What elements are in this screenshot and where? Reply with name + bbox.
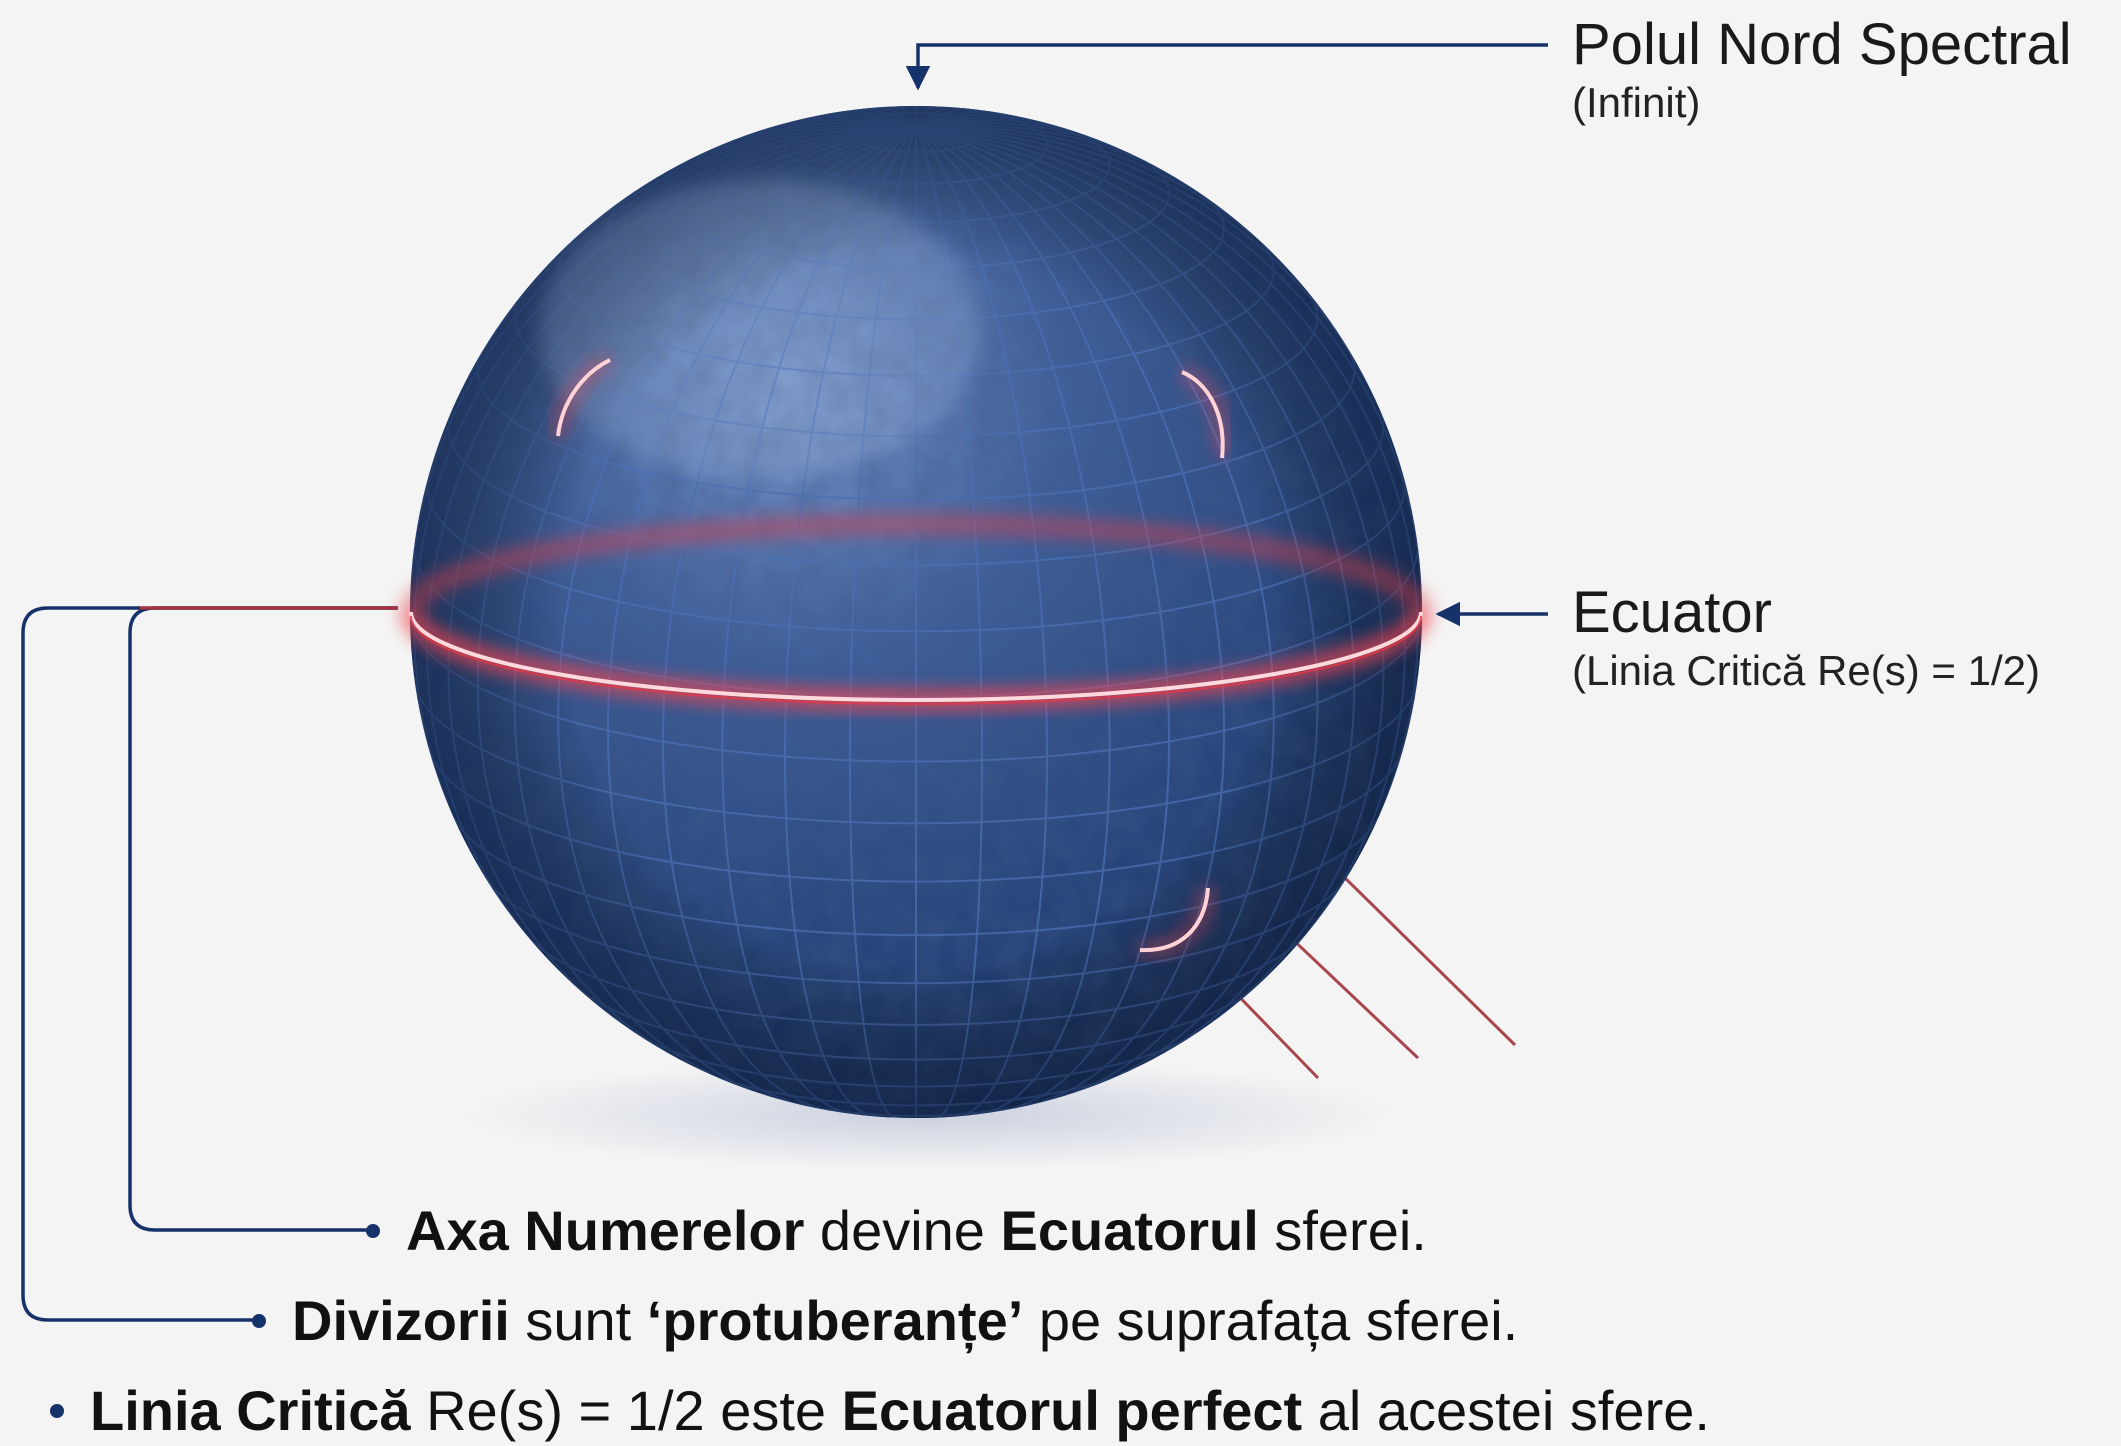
protuberance-bumps [552,354,1229,957]
bump-3 [1139,887,1214,957]
equator-label: Ecuator (Linia Critică Re(s) = 1/2) [1572,580,2040,696]
bullet-number-axis: Axa Numerelor devine Ecuatorul sferei. [366,1196,1427,1266]
bullet-2-bold-2: ‘protuberanțe’ [646,1289,1024,1352]
bullet-3-bold-2: Ecuatorul perfect [841,1379,1303,1442]
bullet-3-bold-1: Linia Critică [90,1379,411,1442]
bullet-2-text-2: pe suprafața sferei. [1023,1289,1519,1352]
bullet-1-bold-1: Axa Numerelor [406,1199,805,1262]
bullet-1-text-2: sferei. [1258,1199,1427,1262]
bullet-1-bold-2: Ecuatorul [1000,1199,1259,1262]
bullet-2-bold-1: Divizorii [292,1289,510,1352]
leader-north-pole [905,43,1548,91]
bump-1 [552,354,613,437]
bullet-divisors: Divizorii sunt ‘protuberanțe’ pe suprafa… [252,1286,1518,1356]
equator-line [402,515,1430,709]
bullet-dot [366,1224,380,1239]
north-pole-title: Polul Nord Spectral [1572,12,2072,77]
equator-subtitle: (Linia Critică Re(s) = 1/2) [1572,647,2040,694]
bullet-3-text-1: Re(s) = 1/2 este [410,1379,842,1442]
bullet-2-text-1: sunt [509,1289,647,1352]
bullet-dot [252,1314,266,1329]
sphere [410,106,1422,1118]
north-pole-subtitle: (Infinit) [1572,79,1701,126]
bullet-critical-line: Linia Critică Re(s) = 1/2 este Ecuatorul… [50,1376,1710,1446]
bullet-3-text-2: al acestei sfere. [1302,1379,1710,1442]
leader-bullets [21,606,398,1322]
equator-title: Ecuator [1572,580,1772,645]
bullet-1-text-1: devine [804,1199,1001,1262]
bump-2 [1179,366,1229,459]
north-pole-label: Polul Nord Spectral (Infinit) [1572,12,2072,128]
bullet-dot [50,1404,64,1419]
